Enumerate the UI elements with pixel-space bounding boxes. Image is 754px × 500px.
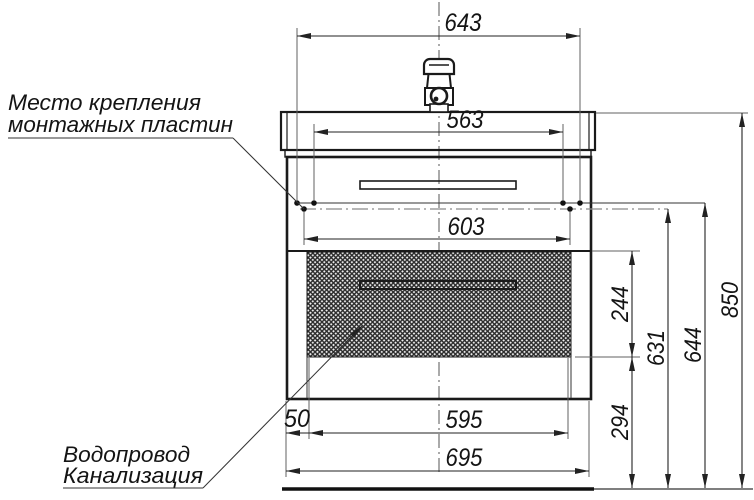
plumbing-leader-line (202, 330, 358, 489)
dim-643-value: 643 (445, 9, 482, 37)
dim-850-value: 850 (717, 281, 744, 318)
dim-294: 294 (607, 357, 635, 488)
mounting-plate-axes (294, 200, 705, 212)
mounting-plates-label-line2: монтажных пластин (8, 112, 233, 137)
dim-850: 850 (717, 113, 745, 488)
dim-603-value: 603 (448, 213, 485, 241)
dim-50-595: 50 595 (284, 405, 568, 436)
dim-595-value: 595 (446, 406, 483, 434)
mounting-plates-callout: Место крепления монтажных пластин (8, 90, 305, 210)
dim-631: 631 (643, 209, 671, 488)
dim-50-value: 50 (284, 405, 310, 433)
dim-695-value: 695 (446, 444, 483, 472)
mounting-plates-label-line1: Место крепления (8, 90, 201, 115)
dim-643: 643 (297, 9, 580, 39)
extension-lines (285, 28, 748, 477)
plumbing-label-line2: Канализация (63, 463, 203, 488)
dim-244: 244 (607, 251, 635, 357)
plumbing-zone-hatch (306, 251, 572, 358)
dim-644: 644 (680, 203, 708, 488)
drawer-handle-top (359, 180, 517, 190)
washbasin (279, 110, 597, 158)
dim-695: 695 (286, 444, 589, 474)
cabinet-body (285, 155, 593, 401)
mounting-plates-leader-line (232, 137, 305, 210)
faucet (422, 57, 456, 113)
plumbing-leader-arrow (347, 325, 363, 341)
plumbing-callout: Водопровод Канализация (63, 325, 363, 489)
dim-563-value: 563 (447, 106, 484, 134)
drawer-handle-bottom (359, 280, 517, 290)
dim-603: 603 (304, 213, 570, 242)
dim-644-value: 644 (680, 327, 707, 363)
dim-244-value: 244 (607, 286, 634, 323)
plumbing-label-line1: Водопровод (63, 442, 190, 467)
dim-563: 563 (314, 106, 563, 135)
dim-631-value: 631 (643, 330, 670, 366)
dim-294-value: 294 (607, 404, 634, 441)
